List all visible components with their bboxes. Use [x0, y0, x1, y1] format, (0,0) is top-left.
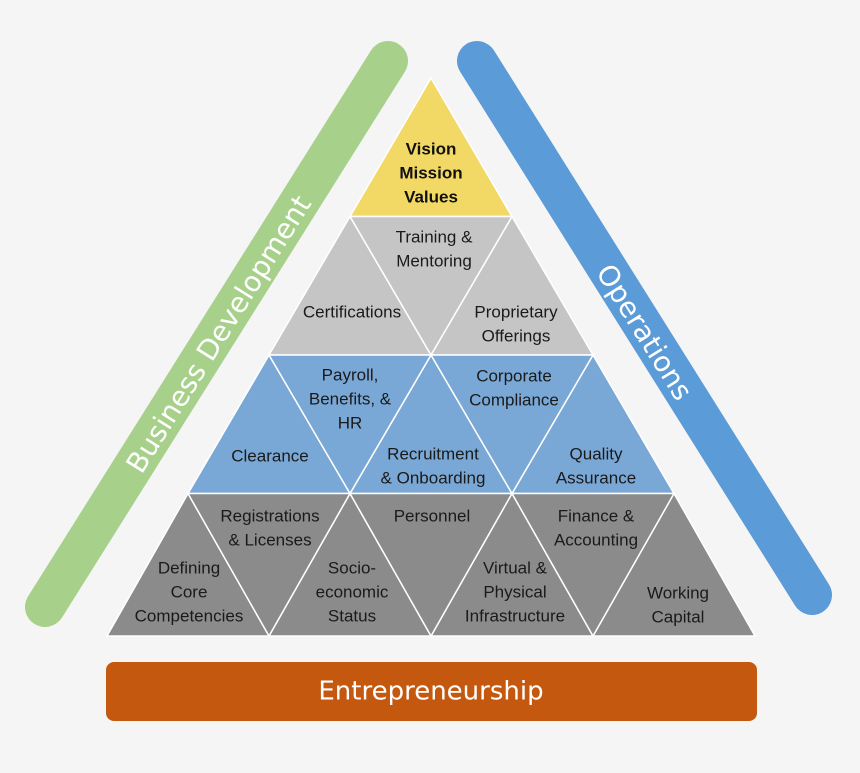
tier-blue-cell-label: Clearance [231, 446, 309, 465]
tier-gray-cell-label: Personnel [394, 506, 471, 525]
tier-blue-cell [429, 354, 595, 495]
entrepreneurship-bar: Entrepreneurship [106, 662, 757, 721]
entrepreneurship-label: Entrepreneurship [318, 677, 543, 707]
tier-blue-cell-label: Recruitment& Onboarding [381, 444, 486, 487]
tier-blue-cell [267, 354, 433, 495]
business-development-bar-shape [25, 41, 408, 627]
tier-gray-cell-label: Finance &Accounting [554, 506, 638, 549]
tier-gray-cell [348, 492, 514, 638]
tier-gray-cell [510, 492, 676, 638]
operations-bar-shape [457, 41, 832, 615]
tier-gray-cell [186, 492, 352, 638]
tier-silver-cell [348, 215, 514, 357]
tier-silver-cell-label: Training &Mentoring [396, 227, 474, 270]
entrepreneurship-bar-shape [106, 662, 757, 721]
tier-gray-cell-label: Registrations& Licenses [220, 506, 319, 549]
tier-blue-cell-label: Payroll,Benefits, &HR [309, 365, 392, 432]
tier-silver-cell-label: Certifications [303, 302, 401, 321]
